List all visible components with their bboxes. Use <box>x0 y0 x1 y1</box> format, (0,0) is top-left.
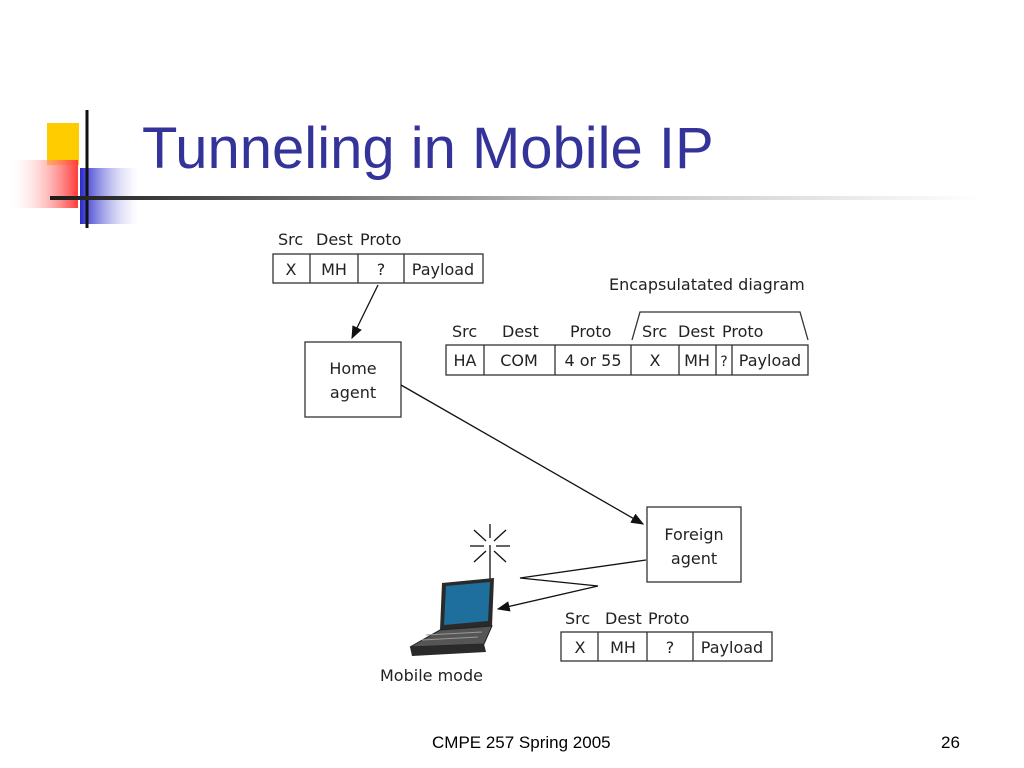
original-cell-dest: MH <box>321 260 347 279</box>
encap-cell-payload: Payload <box>739 351 801 370</box>
original-cell-proto: ? <box>377 260 386 279</box>
original-header-dest: Dest <box>316 230 353 249</box>
foreign-agent-node: Foreign agent <box>646 506 742 583</box>
encap-cell-inner-dest: MH <box>684 351 710 370</box>
original-cell-payload: Payload <box>412 260 474 279</box>
encap-header-src: Src <box>452 322 477 341</box>
original-header-src: Src <box>278 230 303 249</box>
home-agent-label-line2: agent <box>330 383 376 402</box>
footer-course: CMPE 257 Spring 2005 <box>432 733 611 752</box>
delivered-packet: Src Dest Proto X MH ? Payload <box>560 609 773 662</box>
encapsulation-bracket <box>631 311 809 341</box>
delivered-cell-payload: Payload <box>701 638 763 657</box>
encap-header-proto: Proto <box>570 322 611 341</box>
encapsulated-label: Encapsulatated diagram <box>609 275 805 294</box>
deco-yellow-square <box>47 123 79 165</box>
delivered-cell-src: X <box>575 638 586 657</box>
laptop-icon <box>409 578 494 656</box>
arrow-to-home-agent <box>351 284 379 340</box>
delivered-header-src: Src <box>565 609 590 628</box>
home-agent-label-line1: Home <box>329 359 376 378</box>
delivered-header-proto: Proto <box>648 609 689 628</box>
delivered-cell-dest: MH <box>610 638 636 657</box>
encap-cell-inner-proto: ? <box>720 354 727 370</box>
encap-inner-header-proto: Proto <box>722 322 763 341</box>
delivered-header-dest: Dest <box>605 609 642 628</box>
encap-cell-proto: 4 or 55 <box>564 351 621 370</box>
home-agent-node: Home agent <box>304 341 402 418</box>
original-header-proto: Proto <box>360 230 401 249</box>
encap-header-dest: Dest <box>502 322 539 341</box>
slide-title: Tunneling in Mobile IP <box>142 116 714 181</box>
encap-cell-src: HA <box>454 351 477 370</box>
mobile-node-label: Mobile mode <box>380 666 483 685</box>
foreign-agent-label-line2: agent <box>671 549 717 568</box>
encap-cell-inner-src: X <box>650 351 661 370</box>
encap-inner-header-dest: Dest <box>678 322 715 341</box>
page-number: 26 <box>941 733 960 752</box>
tunnel-arrow-to-foreign-agent <box>400 384 645 525</box>
original-cell-src: X <box>286 260 297 279</box>
wireless-link-arrow <box>496 559 647 612</box>
encap-inner-header-src: Src <box>642 322 667 341</box>
foreign-agent-label-line1: Foreign <box>664 525 723 544</box>
title-decoration <box>12 110 980 228</box>
encap-cell-dest: COM <box>500 351 538 370</box>
delivered-cell-proto: ? <box>666 638 675 657</box>
encapsulated-packet: Encapsulatated diagram Src Dest Proto Sr… <box>445 275 809 376</box>
original-packet: Src Dest Proto X MH ? Payload <box>272 230 484 284</box>
title-underline <box>50 196 980 200</box>
